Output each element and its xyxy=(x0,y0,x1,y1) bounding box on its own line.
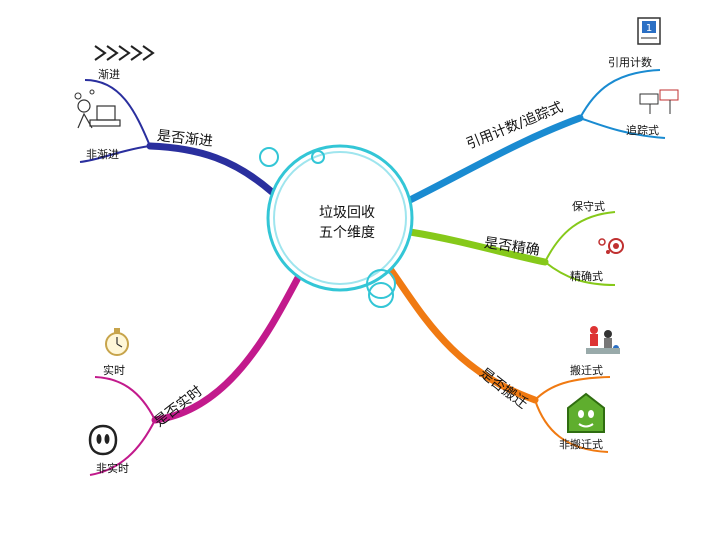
center-node: 垃圾回收 五个维度 xyxy=(302,203,392,243)
leaf-conservative: 保守式 xyxy=(572,200,605,213)
numbered-card-icon: 1 xyxy=(637,17,661,45)
leaf-tracing: 追踪式 xyxy=(626,124,659,137)
leaf-incremental: 渐进 xyxy=(98,68,120,81)
ghost-face-icon xyxy=(88,424,118,456)
people-group-icon xyxy=(586,326,620,354)
stopwatch-icon xyxy=(105,328,129,356)
person-at-desk-icon xyxy=(74,89,121,129)
center-line-1: 垃圾回收 xyxy=(319,205,375,221)
svg-text:1: 1 xyxy=(646,23,652,34)
branch-precise xyxy=(406,211,616,286)
house-icon xyxy=(567,392,605,433)
branch-realtime xyxy=(89,270,304,476)
leaf-refcount: 引用计数 xyxy=(608,56,652,69)
center-line-2: 五个维度 xyxy=(319,225,375,241)
leaf-precise: 精确式 xyxy=(570,270,603,283)
leaf-non-moving: 非搬迁式 xyxy=(559,438,603,451)
leaf-realtime: 实时 xyxy=(103,364,125,377)
leaf-non-incremental: 非渐进 xyxy=(86,148,119,161)
branch-incremental xyxy=(79,79,276,196)
arrows-icon xyxy=(94,45,155,61)
branch-refcount xyxy=(406,69,666,204)
branch-moving xyxy=(384,262,611,453)
leaf-non-realtime: 非实时 xyxy=(96,462,129,475)
target-icon xyxy=(598,238,624,254)
signpost-icon xyxy=(639,89,679,114)
leaf-moving: 搬迁式 xyxy=(570,364,603,377)
center-bubbles xyxy=(259,144,414,308)
